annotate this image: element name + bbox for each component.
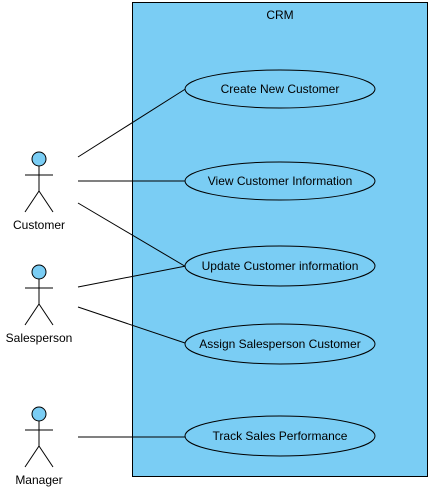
actor-label: Customer	[13, 218, 65, 232]
use-case-update[interactable]: Update Customer information	[184, 245, 376, 287]
actor-head-icon	[31, 151, 47, 167]
use-case-create[interactable]: Create New Customer	[184, 69, 376, 109]
actor-left-leg-icon	[24, 190, 40, 213]
actor-manager[interactable]: Manager	[15, 406, 63, 487]
use-case-track[interactable]: Track Sales Performance	[184, 415, 376, 457]
use-case-ellipse[interactable]	[184, 245, 376, 287]
system-title: CRM	[266, 8, 293, 22]
actor-right-leg-icon	[38, 445, 54, 468]
actor-right-leg-icon	[38, 303, 54, 326]
use-case-label: Assign Salesperson Customer	[199, 337, 360, 351]
use-case-label: Track Sales Performance	[213, 429, 348, 443]
actor-label: Salesperson	[6, 331, 73, 345]
actor-head-icon	[31, 406, 47, 422]
use-case-label: Update Customer information	[202, 259, 359, 273]
actor-customer[interactable]: Customer	[13, 151, 65, 232]
association-customer-create	[77, 87, 188, 158]
actor-left-leg-icon	[24, 303, 40, 326]
use-case-view[interactable]: View Customer Information	[184, 161, 376, 201]
use-case-ellipse[interactable]	[184, 415, 376, 457]
association-customer-update	[77, 202, 189, 269]
actor-left-leg-icon	[24, 445, 40, 468]
actor-label: Manager	[15, 473, 62, 487]
association-salesperson-update	[77, 265, 187, 288]
actor-head-icon	[31, 264, 47, 280]
use-case-assign[interactable]: Assign Salesperson Customer	[184, 323, 376, 365]
use-case-label: Create New Customer	[221, 82, 340, 96]
association-salesperson-assign	[77, 306, 189, 345]
actor-right-leg-icon	[38, 190, 54, 213]
actor-salesperson[interactable]: Salesperson	[6, 264, 73, 345]
use-case-ellipse[interactable]	[184, 69, 376, 109]
associations	[77, 87, 189, 438]
use-case-label: View Customer Information	[208, 174, 353, 188]
use-case-ellipse[interactable]	[184, 323, 376, 365]
use-case-ellipse[interactable]	[184, 161, 376, 201]
